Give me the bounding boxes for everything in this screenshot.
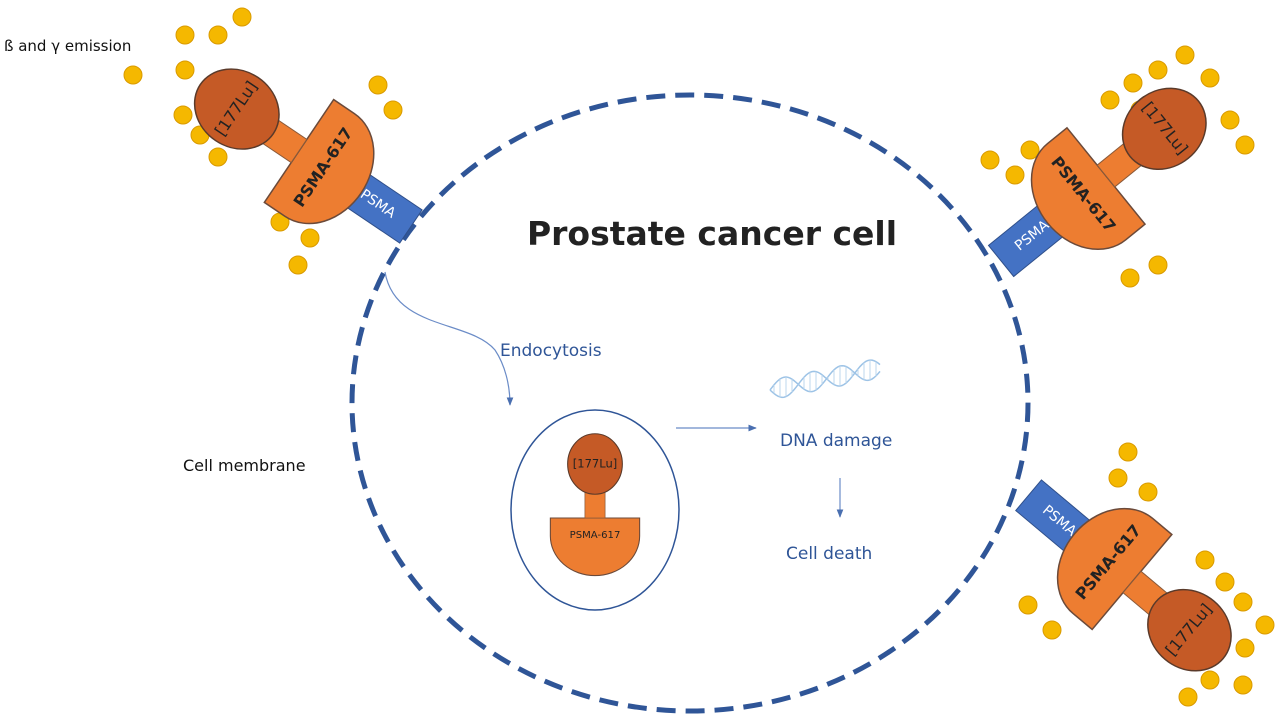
dna-strand (769, 359, 881, 399)
emission-particle (232, 7, 252, 27)
emission-particle (980, 150, 1000, 170)
emission-particle (1018, 595, 1038, 615)
isotope-ball (567, 433, 623, 495)
emission-particle (1148, 60, 1168, 80)
emission-particle (1215, 572, 1235, 592)
emission-particle (1235, 135, 1255, 155)
emission-particle (383, 100, 403, 120)
emission-particle (1220, 110, 1240, 130)
emission-particle (1178, 687, 1198, 707)
emission-particle (1233, 675, 1253, 695)
emission-particle (1108, 468, 1128, 488)
endocytosis-arrow (384, 271, 514, 406)
emission-particle (173, 105, 193, 125)
emission-particle (175, 60, 195, 80)
dna-strand (769, 364, 881, 393)
isotope-ball (193, 68, 280, 150)
isotope-label: [177Lu] (573, 457, 617, 471)
emission-particle (1200, 68, 1220, 88)
emission-particle (208, 25, 228, 45)
emission-particle (1175, 45, 1195, 65)
radioligand-complexes: PSMA[177Lu]PSMA-617PSMA[177Lu]PSMA-617PS… (193, 68, 1232, 672)
dna-damage-label: DNA damage (780, 431, 892, 451)
cell-membrane (349, 92, 1031, 714)
emission-particle (1138, 482, 1158, 502)
emission-particle (1255, 615, 1275, 635)
membrane-complex: PSMA[177Lu]PSMA-617 (193, 68, 423, 244)
emission-particle (1235, 638, 1255, 658)
cell-death-label: Cell death (786, 544, 872, 564)
ligand-shape (1056, 507, 1173, 631)
dna-helix-icon (769, 359, 881, 399)
emission-particle (1118, 442, 1138, 462)
emission-particle (1100, 90, 1120, 110)
emission-particle (1042, 620, 1062, 640)
linker (584, 491, 606, 519)
membrane-complex: PSMA[177Lu]PSMA-617 (987, 87, 1207, 278)
emission-particle (208, 147, 228, 167)
emission-particle (1123, 73, 1143, 93)
ligand-shape (1030, 126, 1147, 250)
endocytosis-label: Endocytosis (500, 341, 602, 361)
ligand-shape (549, 517, 641, 577)
emission-particle (1200, 670, 1220, 690)
membrane-complex: PSMA[177Lu]PSMA-617 (1015, 479, 1232, 672)
endosome-vesicle (510, 409, 680, 611)
ligand-label: PSMA-617 (570, 530, 621, 541)
isotope-ball (1121, 87, 1207, 171)
emission-particle (288, 255, 308, 275)
emission-particle (1020, 140, 1040, 160)
emission-particle (175, 25, 195, 45)
emission-particle (368, 75, 388, 95)
emission-label: ß and γ emission (4, 37, 131, 55)
emission-particle (1120, 268, 1140, 288)
emission-particle (1233, 592, 1253, 612)
emission-particle (1195, 550, 1215, 570)
emission-particle (300, 228, 320, 248)
emission-particle (1148, 255, 1168, 275)
ligand-shape (263, 98, 375, 225)
emission-particles (123, 7, 1275, 707)
isotope-ball (1147, 588, 1232, 672)
emission-particle (123, 65, 143, 85)
cell-membrane-label: Cell membrane (183, 456, 306, 475)
internalized-complex: [177Lu] PSMA-617 (549, 433, 641, 577)
emission-particle (1005, 165, 1025, 185)
title-label: Prostate cancer cell (527, 214, 897, 253)
